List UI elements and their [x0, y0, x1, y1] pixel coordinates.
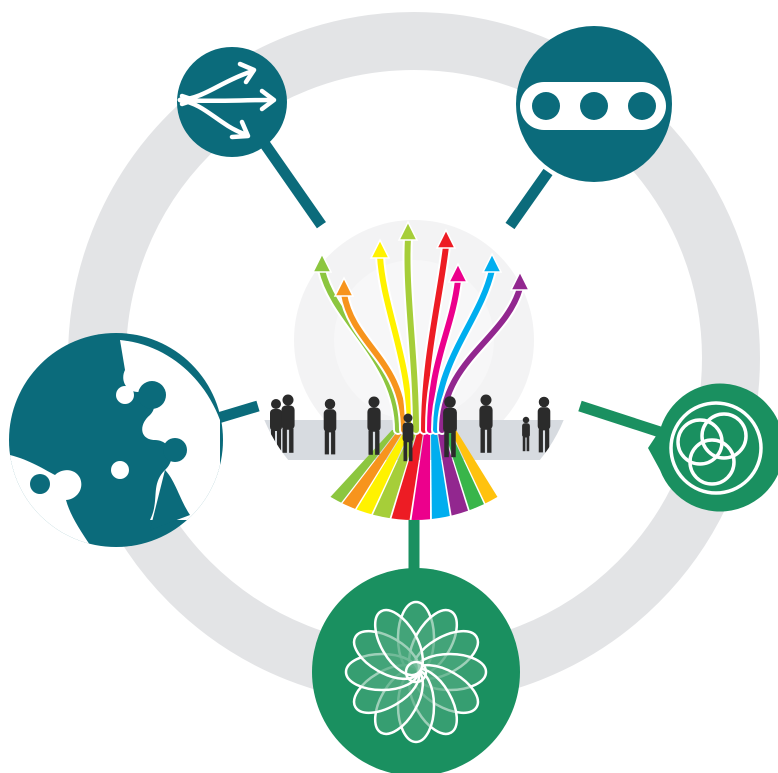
person-silhouette [537, 396, 551, 453]
arrow-head [369, 238, 391, 259]
center-image [252, 196, 576, 520]
connector-left [216, 400, 260, 424]
node-bottom [312, 568, 520, 773]
person-silhouette [522, 416, 530, 452]
arrow-head [311, 252, 333, 273]
node-top-right [516, 26, 672, 182]
connector-right [578, 400, 662, 438]
node-top-left [177, 47, 287, 157]
connector-top-right [505, 168, 553, 230]
rising-arrow [439, 285, 523, 433]
person-silhouette [367, 396, 381, 455]
floor-stripe [344, 430, 411, 520]
branching-arrows-icon [177, 61, 277, 140]
rising-arrow [377, 253, 413, 433]
rising-arrow [427, 277, 461, 433]
connector-top-left [257, 136, 327, 230]
rising-arrow [404, 235, 419, 433]
people-silhouettes [270, 394, 551, 462]
arrow-head [333, 276, 355, 297]
floor-stripe [431, 430, 452, 520]
rising-arrow [421, 243, 449, 433]
person-silhouette [323, 398, 337, 455]
interlocking-rings-icon [669, 401, 763, 495]
rising-arrows [311, 220, 531, 435]
person-silhouette [281, 394, 295, 453]
connectors [216, 136, 662, 572]
arrow-head [481, 252, 503, 273]
three-circles-icon [520, 82, 666, 130]
rising-arrow [341, 291, 407, 433]
floor-stripe [388, 430, 424, 520]
person-silhouette [479, 394, 493, 453]
arrow-head [397, 220, 419, 241]
rising-arrow [433, 267, 495, 433]
rosette-petal [373, 608, 425, 677]
floor-stripe [410, 430, 430, 520]
arrow-head [435, 228, 457, 249]
rosette-center [404, 660, 428, 684]
node-left [9, 333, 223, 547]
person-silhouette [402, 413, 414, 462]
person-silhouette [443, 396, 457, 458]
node-right [648, 383, 778, 512]
arrow-head [447, 262, 469, 283]
arrow-head [509, 270, 531, 291]
flower-rosette-icon [344, 600, 488, 744]
